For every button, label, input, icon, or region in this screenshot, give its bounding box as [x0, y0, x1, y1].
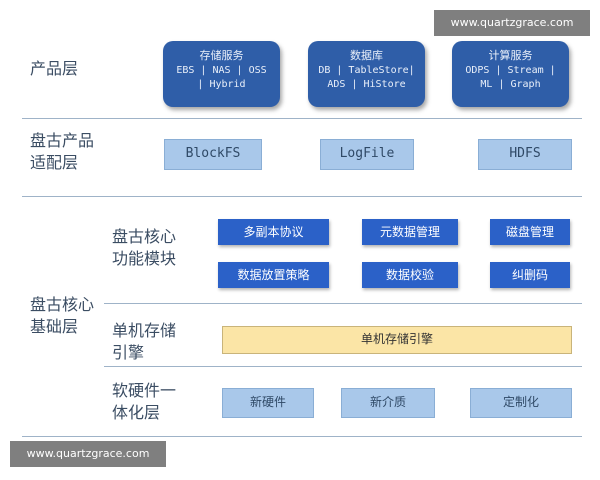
module-data-placement: 数据放置策略: [218, 262, 329, 288]
module-erasure-coding: 纠删码: [490, 262, 570, 288]
hardware-new-media: 新介质: [341, 388, 435, 418]
watermark-bottom: www.quartzgrace.com: [10, 441, 166, 467]
layer-label-hardware: 软硬件一体化层: [112, 381, 177, 422]
divider-adapt: [22, 196, 582, 197]
module-data-verification: 数据校验: [362, 262, 458, 288]
layer-label-core-base: 盘古核心基础层: [30, 295, 95, 336]
standalone-storage-engine: 单机存储引擎: [222, 326, 572, 354]
watermark-top: www.quartzgrace.com: [434, 10, 590, 36]
layer-label-standalone: 单机存储引擎: [112, 321, 177, 362]
divider-product: [22, 118, 582, 119]
adapter-hdfs: HDFS: [478, 139, 572, 170]
adapter-logfile: LogFile: [320, 139, 414, 170]
layer-label-core-func: 盘古核心功能模块: [112, 227, 177, 268]
layer-label-adapt: 盘古产品适配层: [30, 131, 95, 172]
module-replication-protocol: 多副本协议: [218, 219, 329, 245]
divider-bottom: [22, 436, 582, 437]
module-disk-management: 磁盘管理: [490, 219, 570, 245]
module-metadata-management: 元数据管理: [362, 219, 458, 245]
divider-standalone: [104, 366, 582, 367]
product-box-database: 数据库 DB | TableStore| ADS | HiStore: [308, 41, 425, 107]
hardware-new-hardware: 新硬件: [222, 388, 314, 418]
hardware-customization: 定制化: [470, 388, 572, 418]
product-box-compute: 计算服务 ODPS | Stream | ML | Graph: [452, 41, 569, 107]
layer-label-product: 产品层: [30, 59, 79, 78]
adapter-blockfs: BlockFS: [164, 139, 262, 170]
divider-core-func: [104, 303, 582, 304]
product-box-storage: 存储服务 EBS | NAS | OSS | Hybrid: [163, 41, 280, 107]
